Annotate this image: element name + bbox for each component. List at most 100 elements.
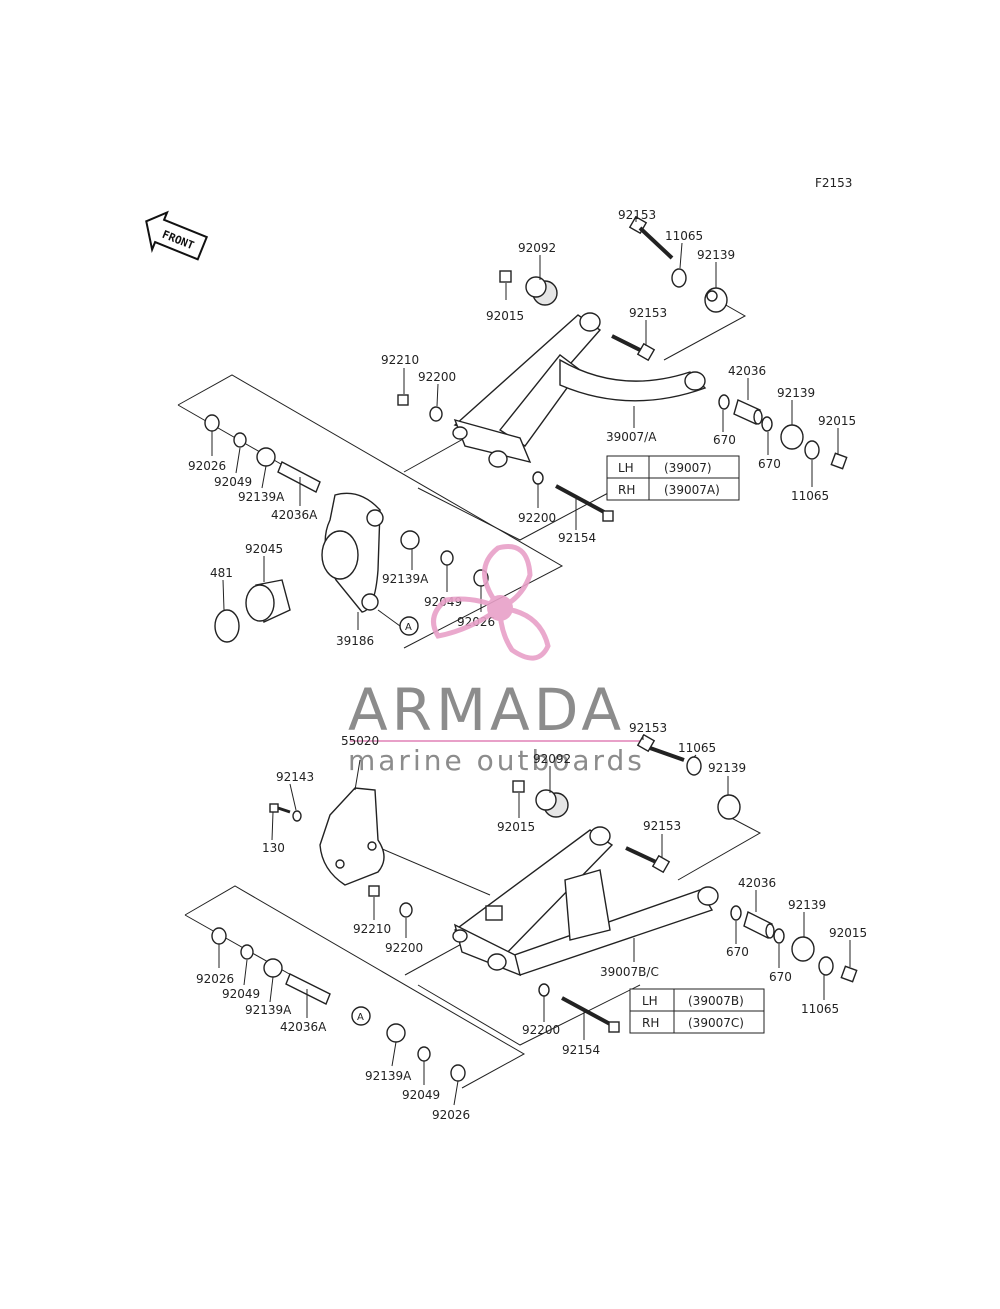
watermark: ARMADA marine outboards [348, 544, 650, 777]
upper-label-oring-a: 670 [713, 433, 736, 447]
lower-label-bolt-a: 92153 [629, 721, 667, 735]
upper-label-bush-d: 92139A [238, 490, 285, 504]
lower-guide-lines-4 [677, 811, 762, 881]
upper-guide-lines-5 [663, 295, 747, 361]
upper-label-bush-a: 92139 [697, 248, 735, 262]
lower-leader-lines [218, 735, 851, 1106]
lower-seal-a [211, 927, 227, 945]
lower-label-bush-c: 92139 [788, 898, 826, 912]
lower-assembly: 55020 92153 11065 92139 92092 92015 9214… [184, 721, 867, 1122]
upper-label-bolt-a: 92153 [618, 208, 656, 222]
lower-bush-d [263, 958, 283, 978]
lower-washer-d [538, 983, 550, 997]
lower-bolt-top [636, 733, 685, 762]
upper-collar-b [277, 461, 321, 493]
lower-label-nut-c: 92015 [829, 926, 867, 940]
lower-nut-b [368, 885, 380, 897]
lower-guide-lines [184, 885, 526, 1089]
lower-ref-a-circle [351, 1006, 371, 1026]
upper-label-bearing: 92045 [245, 542, 283, 556]
upper-swing-arm [452, 312, 707, 468]
lower-table-side-1: RH [642, 1016, 659, 1030]
lower-table-part-1: (39007C) [688, 1016, 744, 1030]
upper-table-side-1: RH [618, 483, 635, 497]
upper-label-bush-c: 92139 [777, 386, 815, 400]
lower-label-bolt-b: 92153 [643, 819, 681, 833]
lower-washer-b [399, 902, 413, 918]
upper-label-washer-b: 92200 [418, 370, 456, 384]
lower-ring-a [240, 944, 254, 960]
watermark-name: ARMADA [348, 676, 625, 744]
lower-nut-c [840, 965, 858, 983]
lower-label-nut-a: 92015 [497, 820, 535, 834]
upper-collar [733, 399, 763, 425]
lower-washer-c [818, 956, 834, 976]
lower-nut-top [512, 780, 525, 793]
upper-bush-c [780, 424, 804, 450]
figure-number: F2153 [815, 176, 852, 190]
upper-washer-d [532, 471, 544, 485]
upper-guide-lines-4 [417, 487, 611, 541]
lower-label-bolt-c: 92154 [562, 1043, 600, 1057]
upper-label-seal-a: 92026 [188, 459, 226, 473]
upper-label-ref-a: A [405, 622, 412, 633]
lower-label-arm: 39007B/C [600, 965, 659, 979]
upper-label-housing: 39186 [336, 634, 374, 648]
upper-side-table: LH (39007) RH (39007A) [606, 455, 740, 501]
lower-part-labels: 55020 92153 11065 92139 92092 92015 9214… [196, 721, 867, 1122]
upper-guide-lines [177, 374, 564, 649]
upper-label-oring-b: 670 [758, 457, 781, 471]
upper-washer-top [671, 268, 687, 288]
lower-bush-top [717, 794, 741, 820]
lower-label-collar-s: 92143 [276, 770, 314, 784]
lower-guard [319, 787, 385, 886]
upper-label-bush-rubber: 92092 [518, 241, 556, 255]
upper-seal-a [204, 414, 220, 432]
lower-label-bush-e: 92139A [365, 1069, 412, 1083]
lower-bolt-s [269, 803, 291, 814]
upper-label-washer-d: 92200 [518, 511, 556, 525]
lower-table-side-0: LH [642, 994, 658, 1008]
upper-bush-d [256, 447, 276, 467]
upper-table-part-0: (39007) [664, 461, 712, 475]
upper-label-nut-b: 92210 [381, 353, 419, 367]
lower-label-seal-a: 92026 [196, 972, 234, 986]
lower-bolt-mid [625, 846, 671, 874]
upper-nut-top [499, 270, 512, 283]
upper-washer-c [804, 440, 820, 460]
propeller-logo-icon [431, 544, 551, 661]
lower-label-washer-a: 11065 [678, 741, 716, 755]
lower-label-seal-b: 92026 [432, 1108, 470, 1122]
lower-bush-c [791, 936, 815, 962]
upper-table-part-1: (39007A) [664, 483, 720, 497]
upper-label-collar: 42036 [728, 364, 766, 378]
upper-oring-b [761, 416, 773, 432]
upper-nut-b [397, 394, 409, 406]
lower-seal-b [450, 1064, 466, 1082]
lower-label-collar-b: 42036A [280, 1020, 327, 1034]
lower-guide-lines-3 [417, 984, 641, 1046]
lower-label-oring-b: 670 [769, 970, 792, 984]
lower-label-bolt-s: 130 [262, 841, 285, 855]
lower-label-washer-b: 92200 [385, 941, 423, 955]
lower-rubber-bush [535, 789, 569, 818]
lower-table-part-0: (39007B) [688, 994, 744, 1008]
watermark-tagline: marine outboards [348, 744, 645, 777]
lower-label-bush-rubber: 92092 [533, 752, 571, 766]
upper-leader-lines [211, 216, 839, 630]
lower-label-bush-a: 92139 [708, 761, 746, 775]
upper-oring-a [718, 394, 730, 410]
upper-assembly: 92153 11065 92139 92092 92015 92153 9221… [177, 208, 856, 649]
lower-washer-top [686, 756, 702, 776]
lower-collar-s [292, 810, 302, 822]
lower-label-ring-a: 92049 [222, 987, 260, 1001]
lower-side-table: LH (39007B) RH (39007C) [629, 988, 765, 1034]
upper-label-nut-a: 92015 [486, 309, 524, 323]
upper-label-collar-b: 42036A [271, 508, 318, 522]
lower-collar-b [285, 973, 331, 1005]
upper-label-washer-a: 11065 [665, 229, 703, 243]
upper-bearing [245, 579, 291, 624]
lower-collar [743, 910, 775, 940]
upper-label-bolt-c: 92154 [558, 531, 596, 545]
